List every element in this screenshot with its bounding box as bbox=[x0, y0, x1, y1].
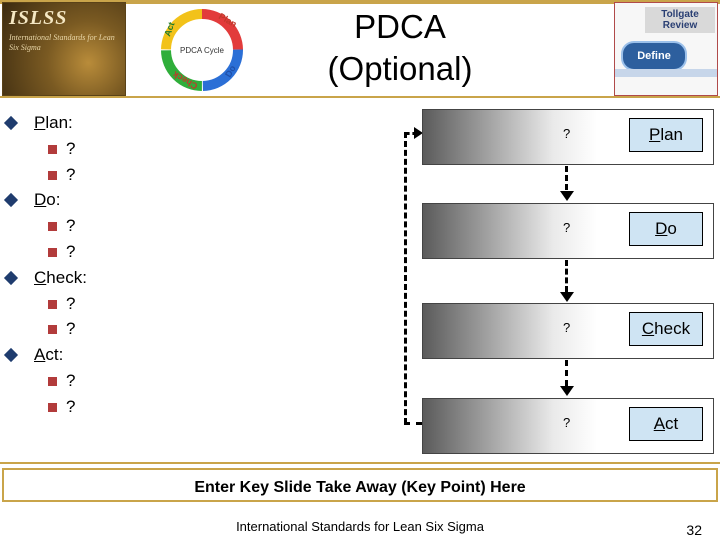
flow-step-do: ? Do bbox=[422, 203, 714, 259]
bullet-plan: Plan: bbox=[6, 110, 386, 136]
tollgate-stripe bbox=[615, 69, 718, 77]
flow-step-act: ? Act bbox=[422, 398, 714, 454]
sub-bullet-text: ? bbox=[66, 139, 75, 158]
flow-step-question: ? bbox=[563, 220, 570, 235]
bullet-do-rest: o: bbox=[46, 190, 60, 209]
sub-bullet-text: ? bbox=[66, 165, 75, 184]
square-bullet-icon bbox=[48, 300, 57, 309]
tollgate-line-2: Review bbox=[645, 20, 715, 31]
bullet-do-initial: D bbox=[34, 190, 46, 209]
arrow-down-icon bbox=[560, 292, 574, 302]
tollgate-define-pill: Define bbox=[621, 41, 687, 71]
sub-bullet-text: ? bbox=[66, 294, 75, 313]
title-line-1: PDCA bbox=[270, 6, 530, 48]
key-takeaway-box: Enter Key Slide Take Away (Key Point) He… bbox=[2, 468, 718, 502]
sub-bullet: ? bbox=[6, 368, 386, 394]
square-bullet-icon bbox=[48, 145, 57, 154]
flow-step-check: ? Check bbox=[422, 303, 714, 359]
footer-text: International Standards for Lean Six Sig… bbox=[0, 519, 720, 534]
sub-bullet: ? bbox=[6, 136, 386, 162]
arrow-down-icon bbox=[560, 191, 574, 201]
bullet-plan-initial: P bbox=[34, 113, 45, 132]
sub-bullet: ? bbox=[6, 239, 386, 265]
square-bullet-icon bbox=[48, 222, 57, 231]
arrow-down-icon bbox=[560, 386, 574, 396]
sub-bullet: ? bbox=[6, 291, 386, 317]
sub-bullet: ? bbox=[6, 213, 386, 239]
sub-bullet-text: ? bbox=[66, 397, 75, 416]
header-bottom-rule bbox=[0, 96, 720, 98]
sub-bullet: ? bbox=[6, 162, 386, 188]
pdca-cycle-icon: PDCA Cycle Plan Do Check Act bbox=[156, 4, 248, 96]
bullet-act-initial: A bbox=[34, 345, 45, 364]
cycle-center-label: PDCA Cycle bbox=[180, 46, 225, 55]
bullet-act: Act: bbox=[6, 342, 386, 368]
cycle-check-label: Check bbox=[170, 69, 199, 92]
feedback-loop-bottom bbox=[404, 422, 422, 425]
flow-label-plan: Plan bbox=[629, 118, 703, 152]
square-bullet-icon bbox=[48, 171, 57, 180]
flow-connector bbox=[565, 260, 568, 292]
sub-bullet-text: ? bbox=[66, 242, 75, 261]
square-bullet-icon bbox=[48, 377, 57, 386]
flow-label-check: Check bbox=[629, 312, 703, 346]
diamond-bullet-icon bbox=[4, 271, 18, 285]
diamond-bullet-icon bbox=[4, 348, 18, 362]
diamond-bullet-icon bbox=[4, 116, 18, 130]
flow-step-question: ? bbox=[563, 320, 570, 335]
page-title: PDCA (Optional) bbox=[270, 6, 530, 90]
square-bullet-icon bbox=[48, 248, 57, 257]
header-band: ISLSS International Standards for Lean S… bbox=[0, 0, 720, 100]
bullet-plan-rest: lan: bbox=[45, 113, 72, 132]
sub-bullet-text: ? bbox=[66, 319, 75, 338]
pdca-bullet-list: Plan: ? ? Do: ? ? Check: ? ? Act: ? ? bbox=[6, 110, 386, 420]
flow-step-question: ? bbox=[563, 126, 570, 141]
page-number: 32 bbox=[686, 522, 702, 538]
tollgate-line-1: Tollgate bbox=[645, 9, 715, 20]
islss-logo: ISLSS International Standards for Lean S… bbox=[2, 2, 126, 96]
sub-bullet: ? bbox=[6, 394, 386, 420]
flow-step-question: ? bbox=[563, 415, 570, 430]
flow-connector bbox=[565, 360, 568, 386]
title-line-2: (Optional) bbox=[270, 48, 530, 90]
flow-label-act: Act bbox=[629, 407, 703, 441]
tollgate-review-badge: Tollgate Review Define bbox=[614, 2, 718, 96]
tollgate-banner: Tollgate Review bbox=[645, 7, 715, 33]
bullet-check-rest: heck: bbox=[46, 268, 87, 287]
bullet-check-initial: C bbox=[34, 268, 46, 287]
flow-connector bbox=[565, 166, 568, 190]
bullet-do: Do: bbox=[6, 187, 386, 213]
sub-bullet: ? bbox=[6, 316, 386, 342]
logo-title: ISLSS bbox=[9, 7, 67, 30]
sub-bullet-text: ? bbox=[66, 371, 75, 390]
bullet-act-rest: ct: bbox=[45, 345, 63, 364]
square-bullet-icon bbox=[48, 325, 57, 334]
sub-bullet-text: ? bbox=[66, 216, 75, 235]
diamond-bullet-icon bbox=[4, 193, 18, 207]
logo-subtitle: International Standards for Lean Six Sig… bbox=[9, 33, 125, 53]
flow-step-plan: ? Plan bbox=[422, 109, 714, 165]
takeaway-rule bbox=[0, 462, 720, 464]
bullet-check: Check: bbox=[6, 265, 386, 291]
square-bullet-icon bbox=[48, 403, 57, 412]
feedback-loop-line bbox=[404, 132, 407, 424]
flow-label-do: Do bbox=[629, 212, 703, 246]
